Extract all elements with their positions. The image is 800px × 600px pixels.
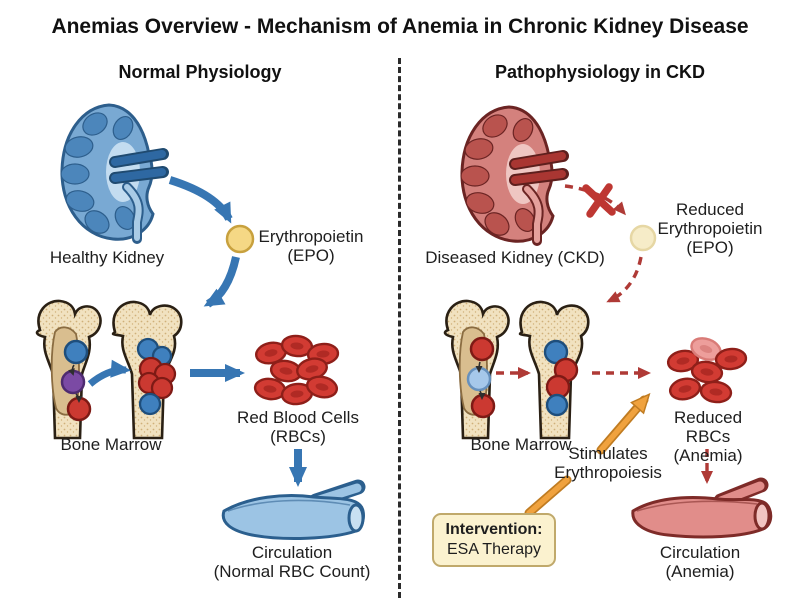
bone-marrow-label-right: Bone Marrow: [470, 435, 572, 454]
intervention-box: Intervention: ESA Therapy: [432, 513, 556, 567]
left-panel-header: Normal Physiology: [118, 62, 282, 82]
arrow-kidney-to-epo: [168, 176, 233, 224]
rbc-cluster-reduced: [666, 337, 748, 404]
blood-vessel-anemia: [631, 477, 773, 539]
diseased-kidney-illustration: [460, 105, 569, 246]
right-panel-header: Pathophysiology in CKD: [494, 62, 706, 82]
esa-therapy-arrow: [524, 392, 651, 518]
circulation-label-left: Circulation (Normal RBC Count): [213, 543, 371, 581]
epo-reduced-molecule: [629, 224, 657, 252]
bone-marrow-left-illustration: [35, 299, 183, 440]
intervention-title: Intervention:: [445, 521, 543, 538]
epo-molecule: [225, 224, 255, 254]
diseased-kidney-label: Diseased Kidney (CKD): [425, 248, 605, 267]
panel-divider: [398, 58, 401, 598]
circulation-label-right: Circulation (Anemia): [659, 543, 741, 581]
rbc-label-left: Red Blood Cells (RBCs): [237, 408, 359, 446]
reduced-rbc-label: Reduced RBCs (Anemia): [673, 408, 743, 465]
arrow-marrow-progression: [87, 359, 131, 387]
x-mark-icon: [582, 183, 616, 218]
healthy-kidney-label: Healthy Kidney: [49, 248, 165, 267]
healthy-kidney-illustration: [60, 103, 169, 244]
bone-marrow-right-illustration: [443, 299, 590, 440]
arrow-epo-to-marrow: [203, 256, 240, 308]
intervention-body: ESA Therapy: [447, 541, 541, 558]
stimulates-erythropoiesis-label: Stimulates Erythropoiesis: [554, 444, 662, 482]
reduced-epo-label: Reduced Erythropoietin (EPO): [657, 200, 763, 257]
diagram-title: Anemias Overview - Mechanism of Anemia i…: [51, 15, 749, 38]
dashed-arrow-epo-to-marrow: [606, 256, 643, 303]
epo-label: Erythropoietin (EPO): [258, 227, 364, 265]
bone-marrow-label-left: Bone Marrow: [60, 435, 162, 454]
blood-vessel-normal: [221, 479, 366, 540]
rbc-cluster-normal: [253, 334, 340, 406]
